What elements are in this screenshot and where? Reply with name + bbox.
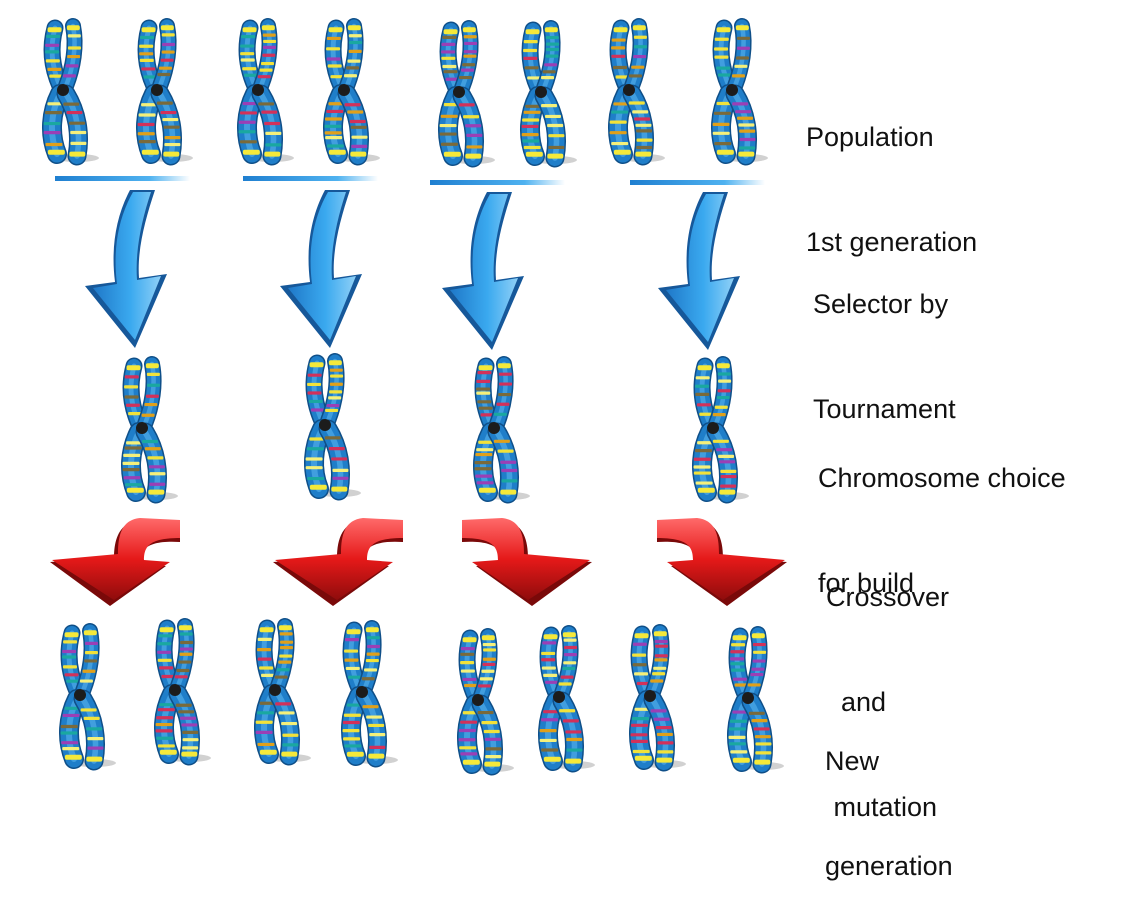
curved-split-arrow-icon — [657, 518, 787, 606]
label-population-line2: 1st generation — [806, 227, 978, 257]
chromosome-icon — [323, 18, 380, 166]
chromosome-icon — [254, 618, 311, 766]
curved-down-arrow-icon — [442, 192, 524, 350]
chromosome-icon — [608, 18, 665, 166]
curved-split-arrow-icon — [50, 518, 180, 606]
chromosome-icon — [473, 356, 530, 504]
label-selector: Selector by Tournament — [813, 217, 956, 462]
label-choice-line1: Chromosome choice — [818, 463, 1066, 493]
curved-split-arrow-icon — [273, 518, 403, 606]
genetic-algorithm-diagram — [42, 18, 787, 776]
chromosome-icon — [520, 20, 577, 168]
label-selector-line1: Selector by — [813, 289, 949, 319]
population-separator-bars — [55, 176, 765, 185]
label-crossover-line2: and — [826, 687, 887, 717]
label-choice-line2: for build — [818, 568, 915, 598]
chromosome-icon — [304, 353, 361, 501]
chromosome-icon — [692, 356, 749, 504]
chromosome-icon — [154, 618, 211, 766]
label-chromosome-choice: Chromosome choice for build — [818, 391, 1066, 636]
chromosome-icon — [59, 623, 116, 771]
separator-bar — [243, 176, 378, 181]
label-new-generation-line2: generation — [825, 851, 953, 881]
chromosome-icon — [538, 625, 595, 773]
separator-bar — [55, 176, 190, 181]
curved-down-arrow-icon — [280, 190, 362, 348]
label-population: Population 1st generation — [806, 50, 977, 295]
chromosome-icon — [136, 18, 193, 166]
label-new-generation-line1: New — [825, 746, 880, 776]
chromosome-icon — [438, 20, 495, 168]
chromosome-icon — [121, 356, 178, 504]
label-new-generation: New generation — [825, 674, 953, 919]
crossover-arrows — [50, 518, 787, 606]
curved-split-arrow-icon — [462, 518, 592, 606]
chromosome-icon — [341, 620, 398, 768]
chromosome-layer — [42, 18, 784, 776]
label-selector-line2: Tournament — [813, 394, 956, 424]
separator-bar — [430, 180, 565, 185]
chromosome-icon — [42, 18, 99, 166]
separator-bar — [630, 180, 765, 185]
selection-arrows — [85, 190, 740, 350]
chromosome-icon — [711, 18, 768, 166]
label-population-line1: Population — [806, 122, 934, 152]
chromosome-icon — [629, 624, 686, 772]
chromosome-icon — [237, 18, 294, 166]
chromosome-icon — [457, 628, 514, 776]
curved-down-arrow-icon — [85, 190, 167, 348]
label-crossover-line1: Crossover — [826, 582, 950, 612]
chromosome-icon — [727, 626, 784, 774]
curved-down-arrow-icon — [658, 192, 740, 350]
